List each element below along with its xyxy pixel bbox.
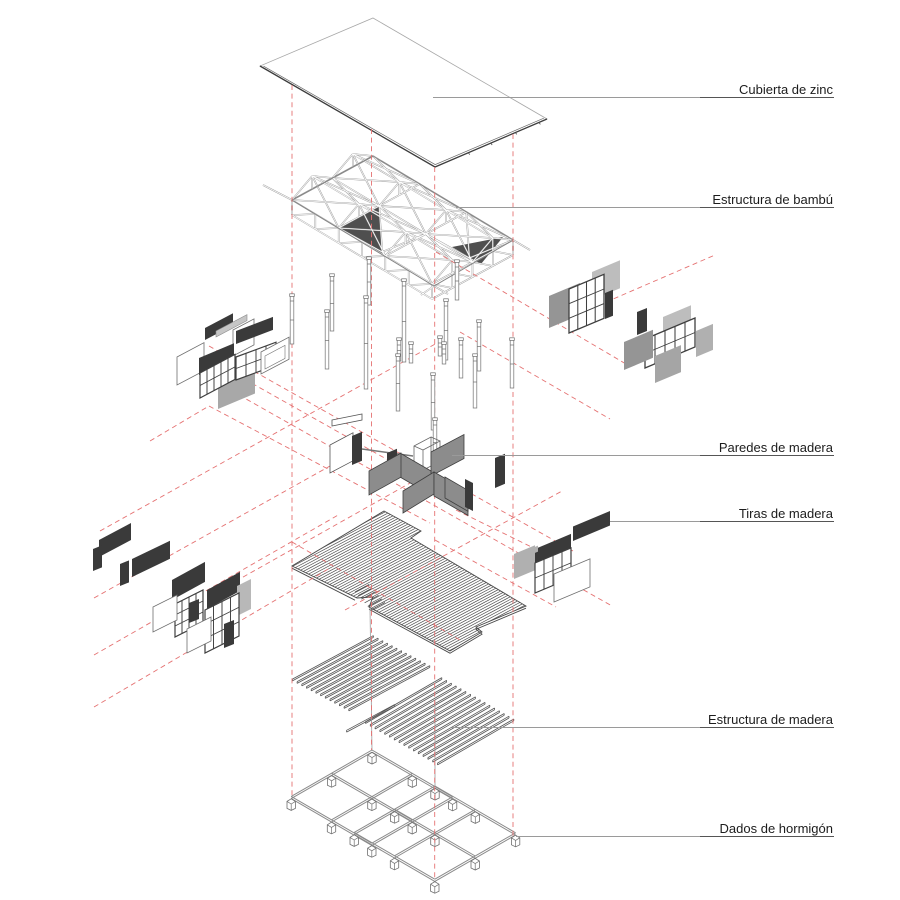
svg-text:Tiras de madera: Tiras de madera (739, 506, 834, 521)
svg-text:Paredes de madera: Paredes de madera (719, 440, 834, 455)
svg-text:Estructura de madera: Estructura de madera (708, 712, 834, 727)
svg-text:Dados de hormigón: Dados de hormigón (720, 821, 833, 836)
svg-text:Estructura de bambú: Estructura de bambú (712, 192, 833, 207)
svg-text:Cubierta de zinc: Cubierta de zinc (739, 82, 833, 97)
